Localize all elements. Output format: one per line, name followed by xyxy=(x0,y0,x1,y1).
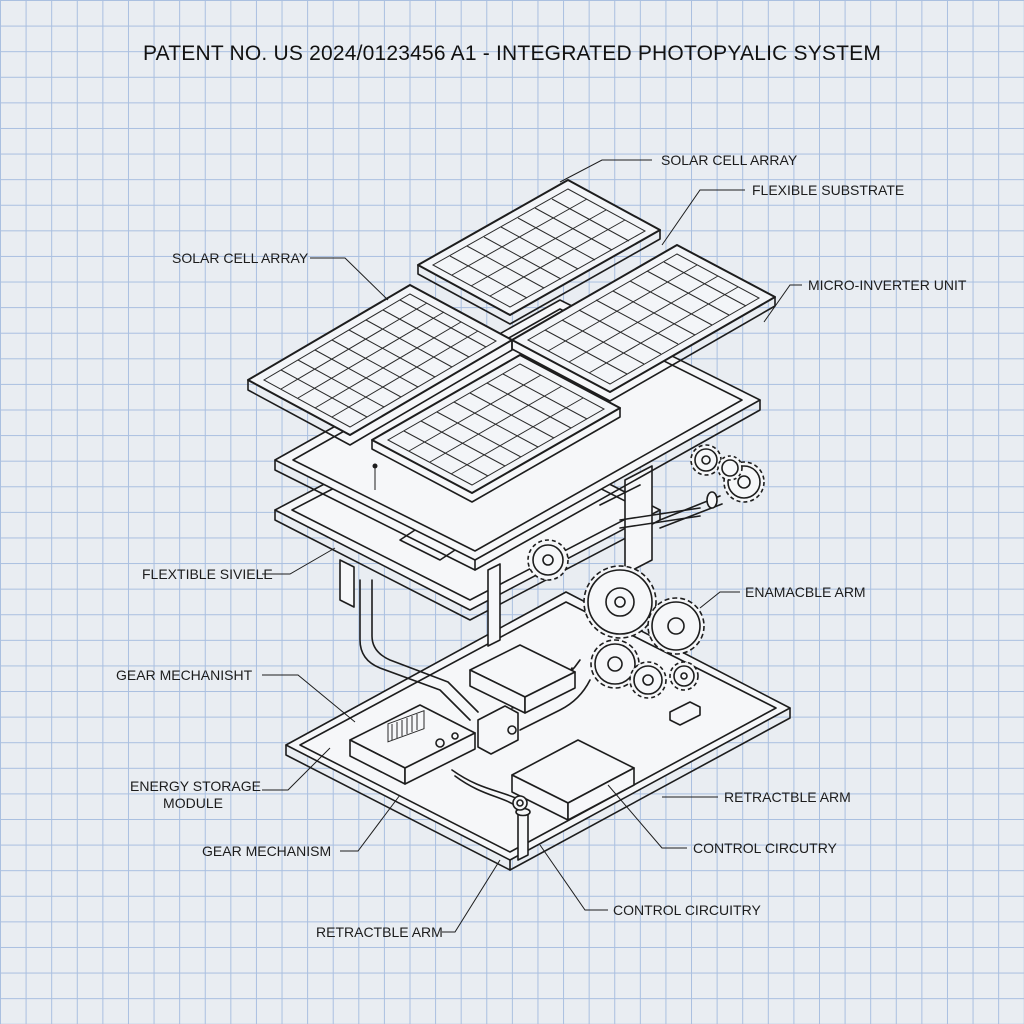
gear-small-inner xyxy=(527,539,569,581)
label-energy-storage-module: ENERGY STORAGE MODULE xyxy=(130,778,261,812)
label-energy-storage-line1: ENERGY STORAGE xyxy=(130,778,261,794)
label-gear-mechanism: GEAR MECHANISM xyxy=(202,843,332,859)
leader-lines xyxy=(262,159,802,933)
solar-panel-b xyxy=(417,179,661,325)
label-solar-cell-array-left: SOLAR CELL ARRAY xyxy=(172,250,309,266)
solar-panels xyxy=(247,179,776,503)
gear-top-a xyxy=(690,444,722,476)
gear-train xyxy=(527,444,765,726)
support-post xyxy=(512,795,531,861)
solar-panel-c xyxy=(511,244,776,402)
label-retractble-arm-bottom: RETRACTBLE ARM xyxy=(316,924,443,940)
gear-top-c xyxy=(717,455,743,481)
label-solar-cell-array-top: SOLAR CELL ARRAY xyxy=(661,152,798,168)
label-retractble-arm-right: RETRACTBLE ARM xyxy=(724,789,851,805)
gear-lower-mid xyxy=(629,661,667,699)
label-micro-inverter-unit: MICRO-INVERTER UNIT xyxy=(808,277,967,293)
energy-storage-module xyxy=(349,704,476,785)
label-energy-storage-line2: MODULE xyxy=(163,795,223,811)
base-frame xyxy=(285,591,791,871)
label-flexible-swivel: FLEXTIBLE SIVIELE xyxy=(142,566,273,582)
gear-large xyxy=(583,565,657,639)
gear-right xyxy=(647,597,705,655)
label-enamacble-arm: ENAMACBLE ARM xyxy=(745,584,866,600)
solar-panel-d xyxy=(371,354,621,503)
gear-lower-left xyxy=(590,639,640,689)
label-control-circuitry-bottom: CONTROL CIRCUITRY xyxy=(613,902,761,918)
label-gear-mechanisht: GEAR MECHANISHT xyxy=(116,667,253,683)
label-control-circutry-right: CONTROL CIRCUTRY xyxy=(693,840,837,856)
gear-lower-right xyxy=(669,661,699,691)
control-circuitry-box xyxy=(511,739,635,821)
label-flexible-substrate: FLEXIBLE SUBSTRATE xyxy=(752,182,905,198)
patent-title: PATENT NO. US 2024/0123456 A1 - INTEGRAT… xyxy=(142,42,882,65)
inverter-housing xyxy=(469,644,576,755)
